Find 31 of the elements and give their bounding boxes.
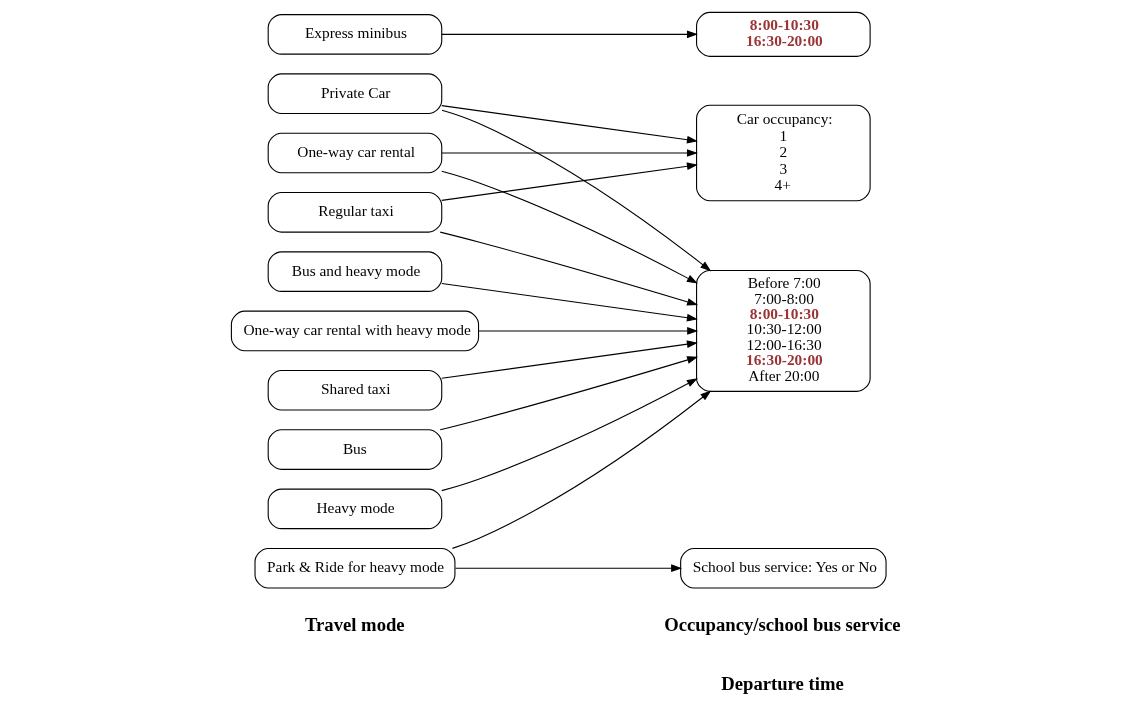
arrow — [440, 30, 698, 39]
arrow — [441, 109, 711, 272]
node-box: One-way car rental with heavy mode — [230, 310, 479, 352]
node-box: 8:00-10:30 16:30-20:00 — [695, 11, 871, 57]
arrow — [439, 231, 698, 306]
node-box: Express minibus — [267, 14, 442, 55]
arrow — [440, 149, 698, 157]
arrow — [440, 105, 698, 144]
node-box: Park & Ride for heavy mode — [253, 547, 455, 589]
node-box: Regular taxi — [267, 192, 442, 233]
node-box: Car occupancy: 1 2 3 4+ — [695, 104, 871, 202]
arrow — [439, 356, 698, 431]
arrow — [440, 162, 698, 201]
arrow — [440, 378, 698, 492]
node-box: One-way car rental — [267, 132, 442, 174]
node-box: Before 7:00 7:00-8:00 8:00-10:30 10:30-12:00 12:00-16:30 16:30-20:00 After 20:00 — [695, 269, 871, 392]
arrow — [454, 564, 682, 573]
arrow — [440, 340, 698, 379]
arrow — [440, 283, 698, 322]
node-box: Bus — [267, 429, 442, 470]
node-box: Bus and heavy mode — [267, 251, 442, 292]
label: Departure time — [720, 673, 844, 695]
arrow — [440, 170, 698, 284]
node-box: Private Car — [267, 73, 442, 114]
node-box: Shared taxi — [267, 369, 442, 411]
arrow — [451, 390, 711, 549]
arrow — [477, 327, 698, 335]
node-box: School bus service: Yes or No — [679, 547, 887, 589]
node-box: Heavy mode — [267, 488, 442, 530]
label: Occupancy/school bus service — [663, 613, 900, 635]
label: Travel mode — [304, 613, 405, 635]
